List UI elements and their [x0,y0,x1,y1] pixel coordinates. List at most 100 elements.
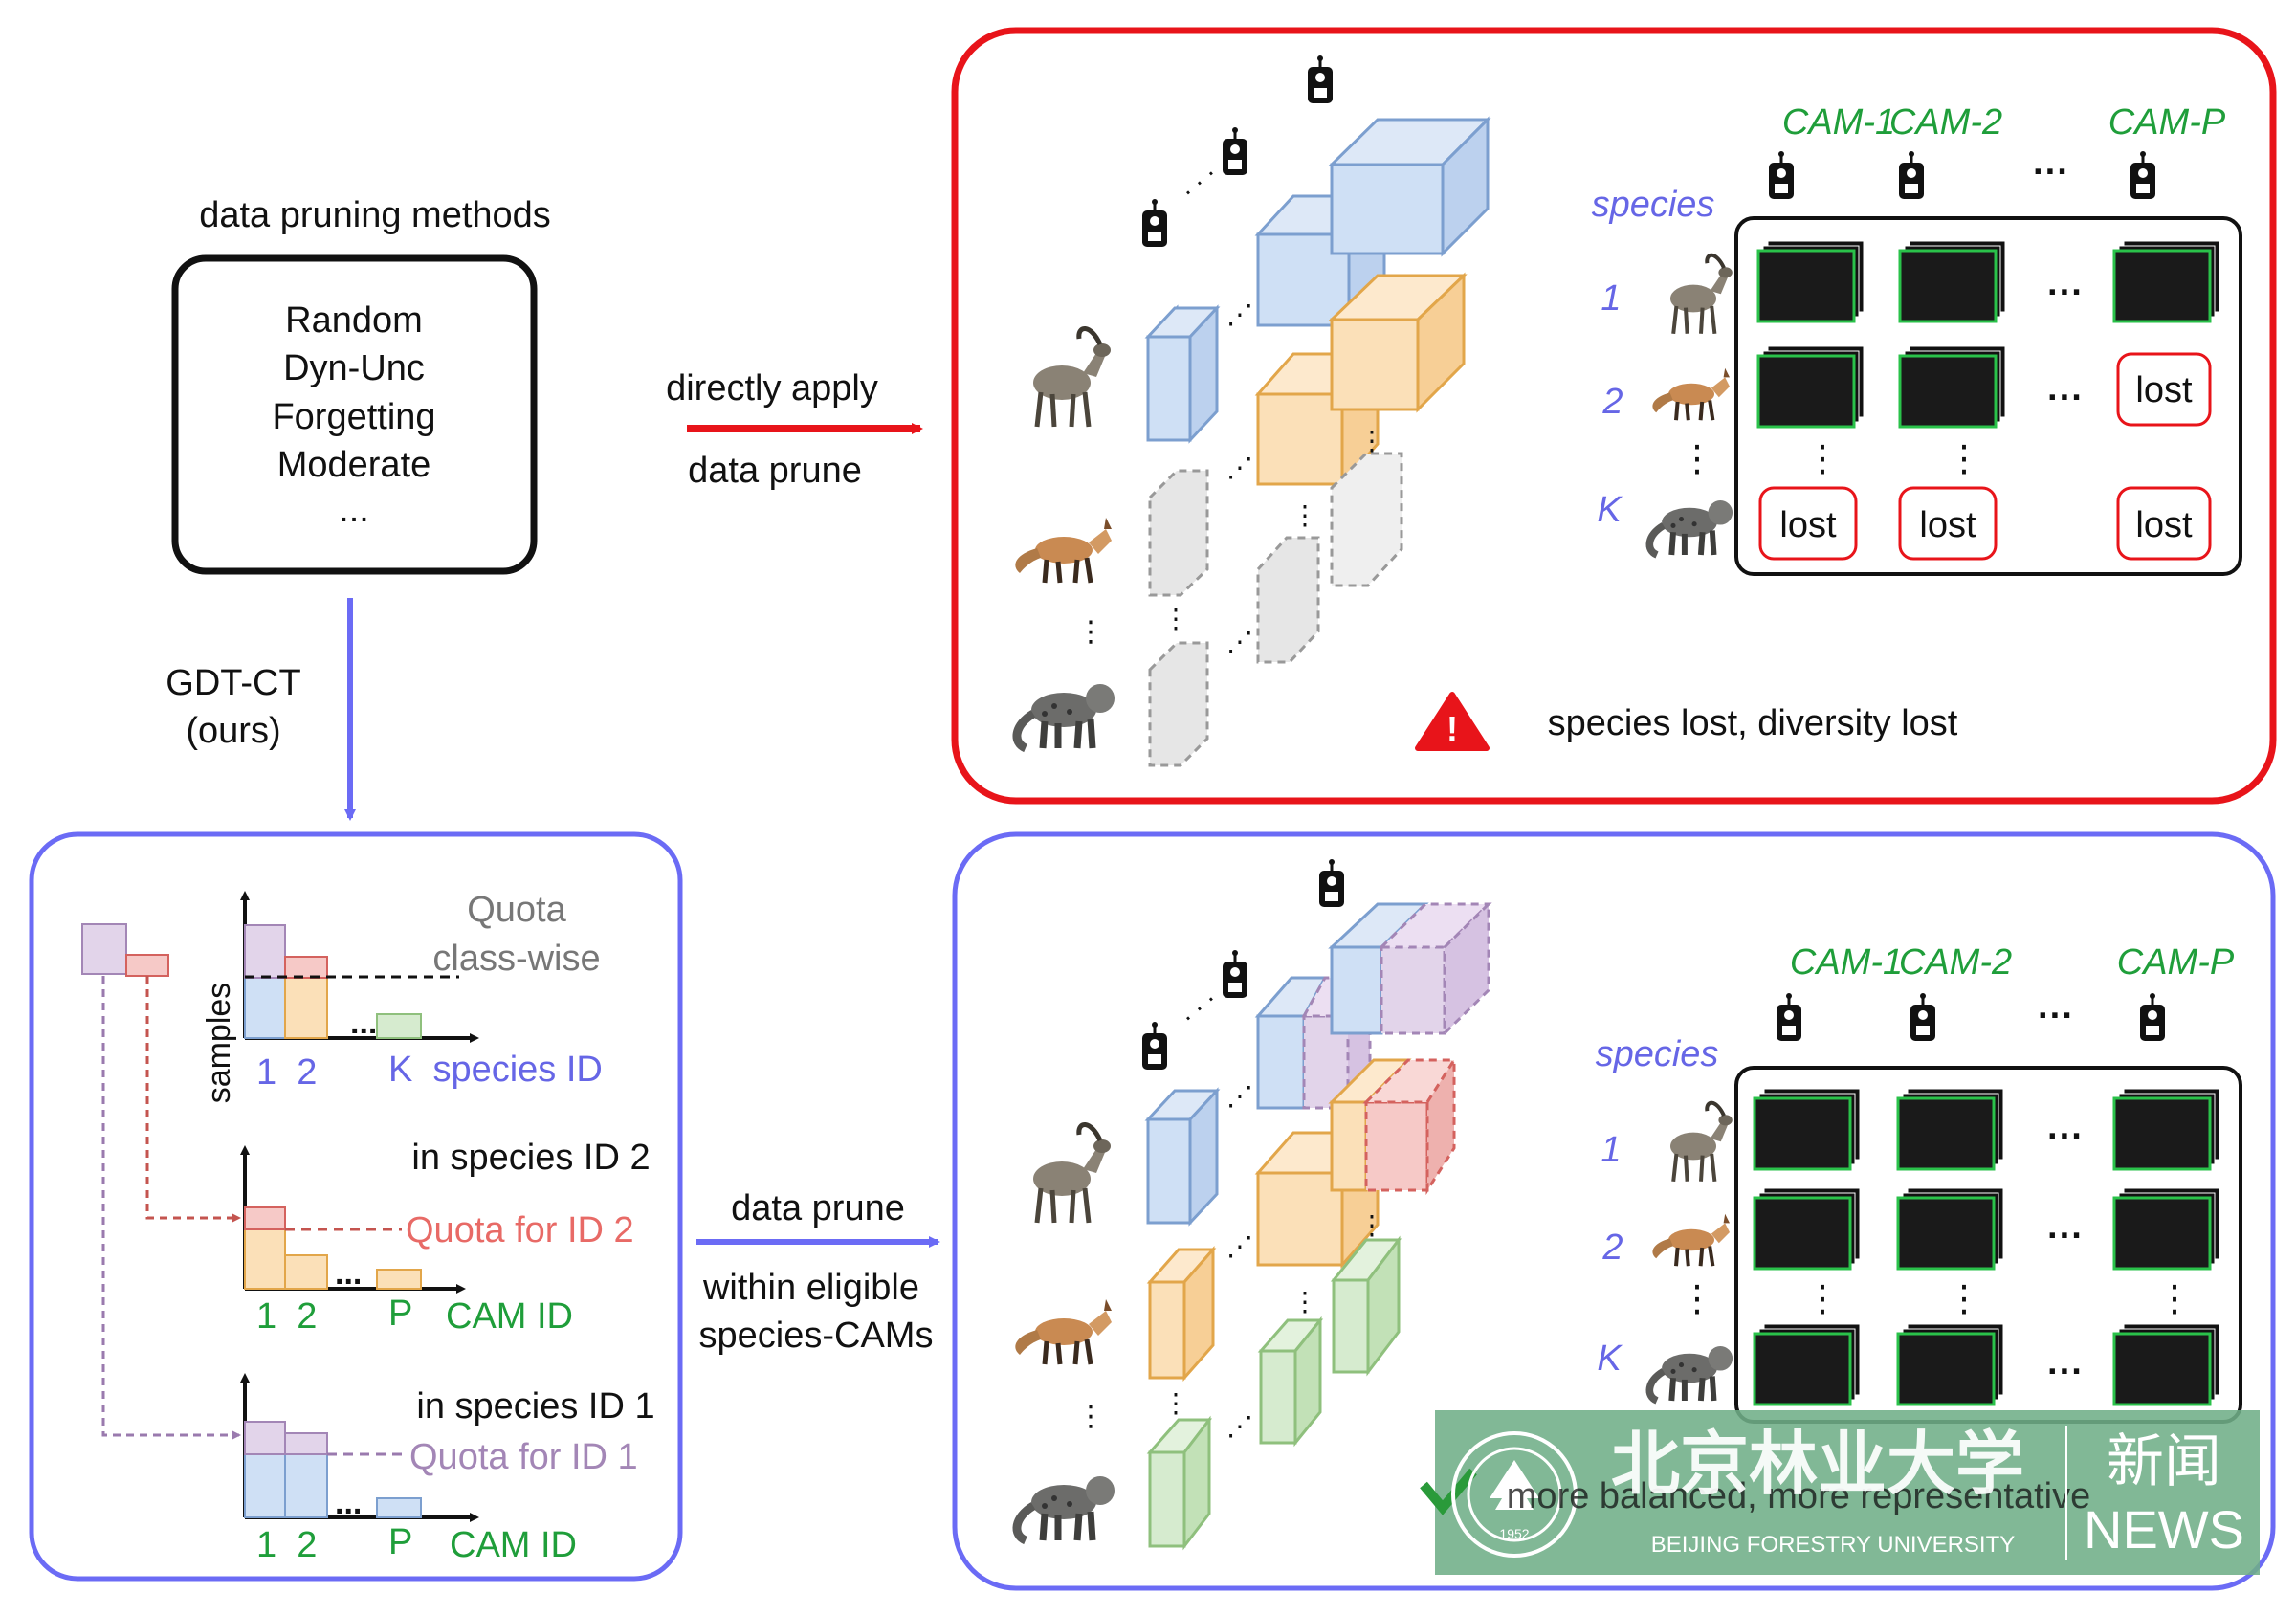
quota-panel [29,831,683,1582]
chart1-bar1-blue [244,977,286,1039]
check-icon [1420,1468,1477,1515]
camera-photo [1753,1087,1862,1171]
camera-photo [1898,344,2007,429]
top-row-2: 2 [1601,382,1623,422]
watermark: 1952 more balanced, more representative … [1420,1410,2260,1575]
method-moderate: Moderate [277,445,431,485]
svg-text:···: ··· [2038,996,2074,1036]
lost-label: lost [1779,505,1837,545]
bottom-row-2: 2 [1601,1228,1623,1268]
cube-purple-b3 [1380,945,1446,1035]
lost-box [1898,486,1998,561]
chart1-bar2-orange [284,977,328,1039]
chart2-barP-orange [376,1269,422,1290]
camera-photo [1896,1322,2005,1406]
methods-box [171,254,538,575]
chart3-barP-blue [376,1497,422,1518]
svg-text:⋮: ⋮ [1804,1279,1841,1319]
direct-prune-label: data prune [688,451,862,491]
svg-text:⋮: ⋮ [1358,426,1385,455]
quota-bar-purple [81,923,127,975]
prune-label: data prune [731,1188,905,1228]
quota-id2-label: Quota for ID 2 [406,1210,634,1250]
top-row-1: 1 [1601,278,1621,319]
cube-gray-2 [1148,641,1209,767]
prune-species-cams-label: species-CAMs [699,1316,934,1356]
method-forgetting: Forgetting [272,397,435,437]
top-row-k: K [1597,490,1623,530]
cube-orange-b1 [1256,1171,1344,1267]
seal-icon [1451,1431,1578,1558]
svg-text:!: ! [1446,709,1458,748]
direct-apply-label: directly apply [666,368,878,409]
seal-year: 1952 [1499,1526,1529,1541]
camera-photo [1756,239,1866,323]
svg-text:···: ··· [2047,273,2084,313]
chart1-species-id-label: K species ID [388,1050,603,1090]
svg-text:⋰: ⋰ [1226,299,1253,329]
svg-text:⋮: ⋮ [1946,439,1982,479]
cube-blue-3 [1330,163,1445,255]
cube-orange-b3 [1148,1280,1186,1380]
chart1-ticks: 1 2 [256,1052,317,1093]
svg-text:⋰: ⋰ [1226,453,1253,482]
svg-text:⋮: ⋮ [1679,439,1715,479]
warning-icon [1415,692,1490,751]
bottom-cam-1: CAM-1 [1790,942,1903,983]
chart3-bar2-purple [284,1432,328,1455]
svg-text:⋮: ⋮ [1292,500,1318,530]
watermark-cn-news: 新闻 [2107,1429,2221,1493]
cube-green-b2 [1259,1349,1297,1445]
svg-text:⋮: ⋮ [1076,1401,1105,1432]
camera-photo [2112,1087,2221,1171]
chart2-bar1-orange [244,1228,286,1290]
svg-text:···: ··· [2047,1117,2084,1157]
svg-text:⋰: ⋰ [1226,627,1253,656]
gdt-label: GDT-CT [166,663,300,703]
top-cam-p: CAM-P [2108,102,2226,143]
chart3-bar1-purple [244,1421,286,1455]
connector-purple [101,976,241,1440]
chart2-bar1-pink [244,1206,286,1230]
cube-blue-b2 [1256,1014,1306,1110]
svg-text:⋮: ⋮ [1358,1210,1385,1240]
svg-text:⋮: ⋮ [1162,1388,1189,1418]
connector-pink [145,976,241,1223]
cube-gray-1 [1148,469,1209,597]
lost-label: lost [2135,370,2193,410]
quota-label-1: Quota [467,890,566,930]
cube-orange-b2 [1330,1100,1368,1192]
camera-photo [2112,1186,2221,1271]
in-species-2-label: in species ID 2 [411,1138,650,1178]
svg-text:⋮: ⋮ [1292,1287,1318,1316]
svg-text:···: ··· [2047,1352,2084,1392]
lost-box [2116,352,2212,427]
camera-photo [1896,1087,2005,1171]
chart1-barK-green [376,1013,422,1039]
camera-photo [1753,1322,1862,1406]
bottom-row-1: 1 [1601,1130,1621,1170]
chart1-bar1-purple [244,924,286,979]
camera-photo [2112,239,2221,323]
cube-pink-b2 [1364,1100,1429,1192]
camera-photo [1756,344,1866,429]
bottom-row-k: K [1597,1338,1623,1379]
lost-box [1758,486,1858,561]
chart3-bar2-blue [284,1453,328,1518]
svg-text:⋮: ⋮ [1076,616,1105,648]
bottom-cam-2: CAM-2 [1899,942,2012,983]
cube-gray-4 [1330,452,1403,587]
lost-label: lost [2135,505,2193,545]
camera-photo [1898,239,2007,323]
svg-text:···: ··· [2047,1216,2084,1256]
cube-orange-1 [1256,392,1344,486]
chart2-p-label: P [388,1294,412,1334]
chart1-bar2-pink [284,956,328,979]
quota-label-2: class-wise [432,939,600,979]
chart3-p-label: P [388,1522,412,1562]
top-cam-1: CAM-1 [1782,102,1895,143]
chart3-ellipsis: ... [335,1485,362,1521]
chart3-bar1-blue [244,1453,286,1518]
bottom-species-label: species [1596,1034,1719,1074]
lost-box [2116,486,2212,561]
